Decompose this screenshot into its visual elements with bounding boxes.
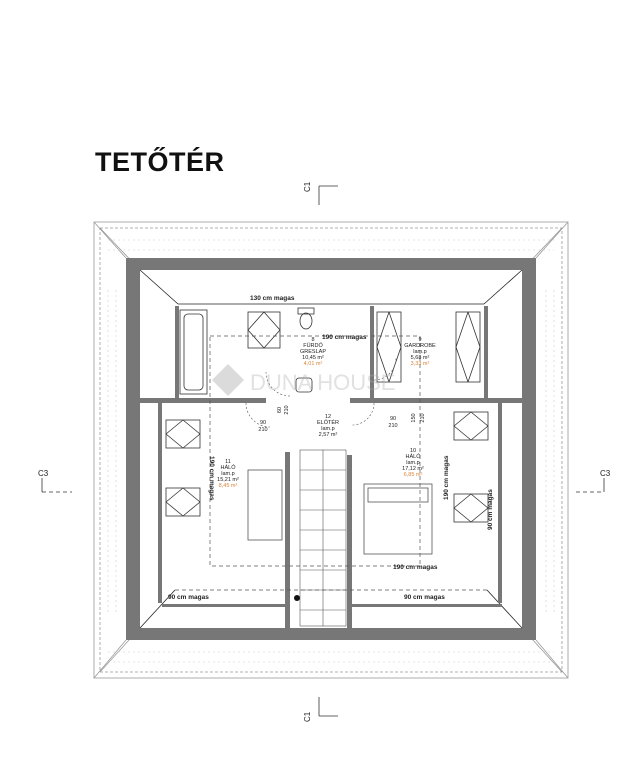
height-label-190-top: 190 cm magas <box>322 334 367 341</box>
headroom-lines <box>175 335 487 591</box>
svg-text:210: 210 <box>388 423 397 429</box>
page-title: TETŐTÉR <box>95 147 225 177</box>
height-label-90-vertical: 90 cm magas <box>487 489 494 530</box>
section-mark-bottom: C1 <box>303 711 312 722</box>
washbasin <box>295 377 313 393</box>
staircase <box>299 449 347 627</box>
svg-text:10,45 m²: 10,45 m² <box>302 355 324 361</box>
svg-text:HÁLÓ: HÁLÓ <box>221 464 237 471</box>
room-label-halo-11: 11 HÁLÓ lam.p 15,21 m² 8,45 m² <box>217 459 239 489</box>
svg-text:150: 150 <box>411 413 417 422</box>
height-label-90-left: 90 cm magas <box>168 594 209 601</box>
height-label-130: 130 cm magas <box>250 295 295 302</box>
height-label-190-left: 190 cm magas <box>208 456 215 501</box>
room-label-halo-10: 10 HÁLÓ lam.p 17,12 m² 6,85 m² <box>402 448 424 478</box>
svg-text:lam.p: lam.p <box>321 426 334 432</box>
height-label-90-right: 90 cm magas <box>404 594 445 601</box>
door-label-2: 90 210 <box>388 416 397 429</box>
interior-walls <box>140 306 522 628</box>
room-label-furdo: 8 FÜRDŐ GRESLAP 10,45 m² 4,01 m² <box>300 337 326 367</box>
svg-text:11: 11 <box>225 459 231 465</box>
exterior-wall <box>126 258 536 640</box>
hip-lines <box>139 269 523 629</box>
watermark: DUNA HOUSE <box>212 364 395 396</box>
svg-text:210: 210 <box>420 413 426 422</box>
svg-text:9: 9 <box>418 337 421 343</box>
door-label-4: 150 210 <box>411 413 426 422</box>
svg-text:210: 210 <box>258 427 267 433</box>
svg-text:90: 90 <box>260 420 266 426</box>
section-markers <box>41 185 605 717</box>
shower-boxes <box>247 311 481 383</box>
toilet <box>297 307 315 330</box>
svg-text:60: 60 <box>277 407 283 413</box>
svg-text:10: 10 <box>410 448 416 454</box>
svg-text:90: 90 <box>390 416 396 422</box>
roof-windows <box>165 411 489 523</box>
svg-text:FÜRDŐ: FÜRDŐ <box>303 342 323 349</box>
section-mark-top: C1 <box>303 181 312 192</box>
double-bed <box>363 483 433 555</box>
roof-tiles <box>107 239 555 663</box>
watermark-text: DUNA HOUSE <box>250 370 395 395</box>
section-mark-right: C3 <box>600 469 611 478</box>
svg-text:2,57 m²: 2,57 m² <box>319 432 338 438</box>
height-label-190-bottom: 190 cm magas <box>393 564 438 571</box>
door-label-3: 60 210 <box>277 405 290 414</box>
svg-text:12: 12 <box>325 414 331 420</box>
svg-text:8,45 m²: 8,45 m² <box>219 483 238 489</box>
wardrobe <box>247 469 283 541</box>
svg-text:ELŐTÉR: ELŐTÉR <box>317 419 339 426</box>
svg-text:lam.p: lam.p <box>221 471 234 477</box>
svg-text:15,21 m²: 15,21 m² <box>217 477 239 483</box>
svg-text:4,01 m²: 4,01 m² <box>304 361 323 367</box>
svg-text:lam.p: lam.p <box>413 349 426 355</box>
svg-text:5,68 m²: 5,68 m² <box>411 355 430 361</box>
bathtub <box>179 309 208 395</box>
svg-text:17,12 m²: 17,12 m² <box>402 466 424 472</box>
svg-text:lam.p: lam.p <box>406 460 419 466</box>
door-swings <box>245 357 397 428</box>
stair-start-marker <box>294 595 300 601</box>
svg-text:210: 210 <box>284 405 290 414</box>
room-label-gardrobe: 9 GARDROBE lam.p 5,68 m² 3,33 m² <box>404 337 436 367</box>
height-label-190-right: 190 cm magas <box>443 455 450 500</box>
svg-text:3,33 m²: 3,33 m² <box>411 361 430 367</box>
room-label-eloter: 12 ELŐTÉR lam.p 2,57 m² <box>317 414 339 438</box>
svg-text:6,85 m²: 6,85 m² <box>404 472 423 478</box>
section-mark-left: C3 <box>38 469 49 478</box>
svg-text:8: 8 <box>311 337 314 343</box>
svg-text:GRESLAP: GRESLAP <box>300 349 326 355</box>
svg-text:HÁLÓ: HÁLÓ <box>406 453 422 460</box>
svg-text:GARDROBE: GARDROBE <box>404 343 436 349</box>
door-label-1: 90 210 <box>258 420 267 433</box>
